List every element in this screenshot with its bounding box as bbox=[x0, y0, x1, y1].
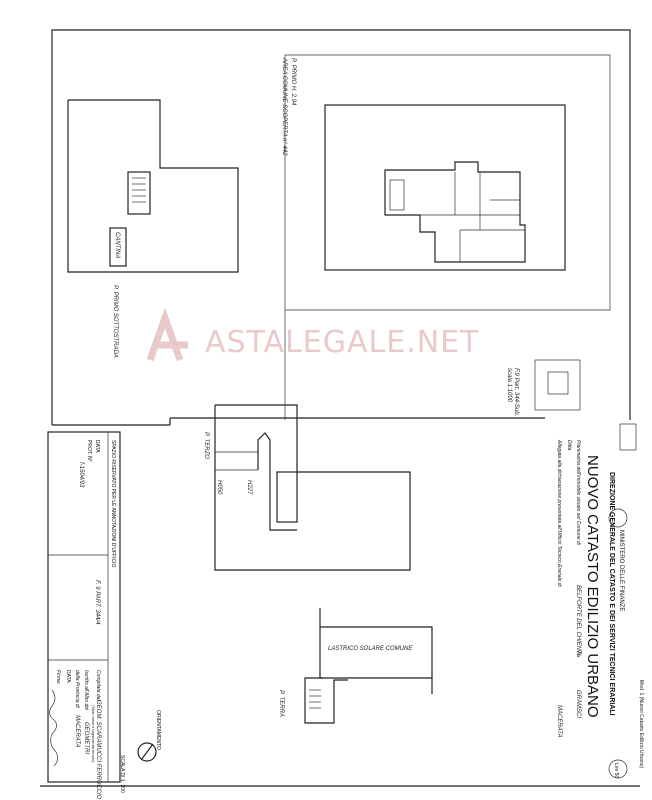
ministry-label: MINISTERO DELLE FINANZE bbox=[618, 530, 624, 611]
prot-label: PROT. N° bbox=[86, 440, 92, 462]
office-value: MACERATA bbox=[556, 705, 562, 737]
compiled-by-label: Compilata dal bbox=[95, 670, 101, 701]
label-lastrico: LASTRICO SOLARE COMUNE bbox=[328, 646, 413, 652]
via-label: Via bbox=[575, 650, 581, 657]
title-block: Mod. 1 (Nuovo Catasto Edilizio Urbano) M… bbox=[556, 423, 644, 779]
register-label: Iscritto all'Albo dei bbox=[83, 670, 89, 711]
reference-value: F. 9 PART. 344/4 bbox=[94, 580, 100, 625]
label-primo-sottostrada: P. PRIMO SOTTOSTRADA bbox=[112, 285, 118, 358]
orientation-label: ORIENTAMENTO bbox=[155, 710, 161, 750]
label-terzo: P. TERZO bbox=[203, 432, 209, 459]
signature-label: Firma: bbox=[55, 670, 61, 685]
plan-primo-sottostrada: CANTINA P. PRIMO SOTTOSTRADA bbox=[67, 99, 239, 358]
province-label: della Provincia di bbox=[74, 670, 80, 709]
annotations-header: SPAZIO RISERVATO PER LE ANNOTAZIONI D'UF… bbox=[110, 440, 116, 567]
plan-location-small: F.9 Part. 344-Sub. scala 1:1000 bbox=[506, 359, 581, 416]
emblem-icon bbox=[608, 508, 628, 528]
document-title: NUOVO CATASTO EDILIZIO URBANO bbox=[584, 455, 601, 718]
label-h050: H050 bbox=[216, 480, 222, 495]
compiler-block: Compilata dal GEOM. SCARAMUCCI FERRUCCIO… bbox=[49, 670, 161, 800]
watermark-logo-icon bbox=[146, 307, 188, 362]
watermark-text: ASTALEGALE.NET bbox=[205, 325, 479, 360]
compiled-by-note: (Titolo, nome e cognome del tecnico) bbox=[91, 705, 95, 762]
plan-terzo: P. TERZO H050 H227 bbox=[203, 404, 411, 571]
compiled-by-value: GEOM. SCARAMUCCI FERRUCCIO bbox=[95, 700, 101, 800]
scale-label: SCALA DI 1: 200 bbox=[119, 755, 125, 793]
label-small-scale: scala 1:1000 bbox=[506, 368, 512, 403]
register-value: GEOMETRI bbox=[83, 722, 89, 754]
label-small-ref: F.9 Part. 344-Sub. bbox=[513, 368, 519, 416]
province-value: MACERATA bbox=[74, 715, 80, 747]
comune-value: BELFORTE DEL CHIENTI bbox=[575, 585, 581, 656]
ditta-label: Ditta bbox=[566, 440, 572, 451]
data-label: DATA bbox=[94, 440, 100, 453]
north-arrow-icon bbox=[137, 742, 157, 762]
sheet-frame bbox=[40, 29, 640, 787]
price-label: Lire 50 bbox=[613, 763, 619, 779]
price-stamp bbox=[608, 759, 628, 779]
planimetry-label: Planimetria dell'immobile situato nel Co… bbox=[575, 440, 581, 546]
attached-label: Allegata alla dichiarazione presentata a… bbox=[556, 439, 562, 588]
label-cantina: CANTINA bbox=[114, 232, 120, 258]
watermark: ASTALEGALE.NET bbox=[146, 307, 479, 362]
via-value: GRAMSCI bbox=[575, 690, 581, 718]
label-h227: H227 bbox=[246, 480, 252, 495]
signature bbox=[49, 689, 58, 767]
date-label: DATA bbox=[65, 670, 71, 683]
annotations-box: SPAZIO RISERVATO PER LE ANNOTAZIONI D'UF… bbox=[47, 431, 121, 783]
prot-value: f-1504/93 bbox=[78, 462, 84, 488]
direction-label: DIREZIONE GENERALE DEL CATASTO E DEI SER… bbox=[608, 472, 615, 716]
plan-terra: LASTRICO SOLARE COMUNE P. TERRA bbox=[278, 608, 433, 724]
model-label: Mod. 1 (Nuovo Catasto Edilizio Urbano) bbox=[638, 680, 644, 768]
label-terra: P. TERRA bbox=[278, 690, 284, 717]
label-primo-header: P. PRIMO H. 2.94 bbox=[290, 58, 296, 106]
plan-primo: P. PRIMO H. 2.94 AREA COMUNE SCOPERTA n°… bbox=[281, 54, 611, 420]
label-area-comune: AREA COMUNE SCOPERTA n° 442 bbox=[281, 57, 287, 156]
